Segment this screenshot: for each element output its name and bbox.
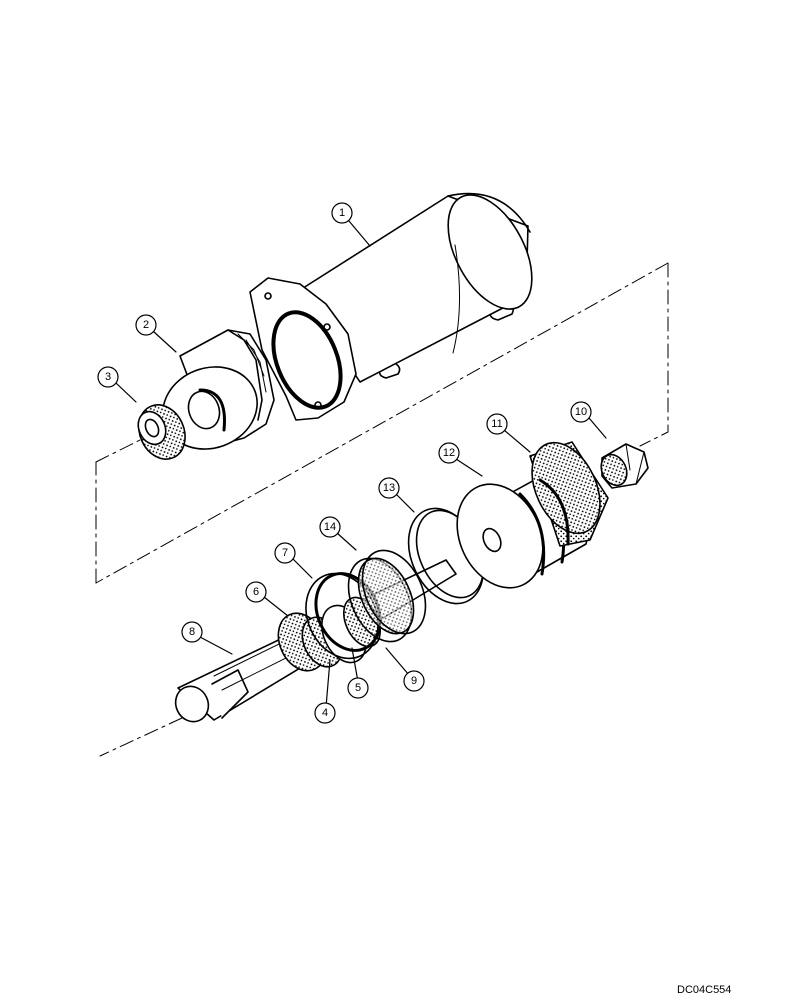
svg-text:12: 12 bbox=[443, 447, 455, 459]
drawing-code: DC04C554 bbox=[677, 984, 731, 996]
callout-2: 2 bbox=[135, 314, 157, 336]
svg-text:5: 5 bbox=[355, 682, 361, 694]
callout-9: 9 bbox=[403, 670, 425, 692]
callout-1: 1 bbox=[331, 202, 353, 224]
svg-text:6: 6 bbox=[253, 586, 259, 598]
svg-text:2: 2 bbox=[143, 319, 149, 331]
assembly-guide-lines bbox=[95, 262, 669, 757]
callout-4: 4 bbox=[314, 702, 336, 724]
callout-5: 5 bbox=[347, 677, 369, 699]
callout-7: 7 bbox=[274, 542, 296, 564]
gland bbox=[162, 329, 275, 450]
callout-14: 14 bbox=[319, 516, 341, 538]
nut bbox=[600, 443, 649, 489]
wear-band bbox=[529, 441, 609, 547]
svg-text:3: 3 bbox=[105, 371, 111, 383]
callout-3: 3 bbox=[97, 366, 119, 388]
svg-text:8: 8 bbox=[189, 626, 195, 638]
svg-text:7: 7 bbox=[282, 547, 288, 559]
svg-text:10: 10 bbox=[575, 406, 587, 418]
svg-text:1: 1 bbox=[339, 207, 345, 219]
callout-6: 6 bbox=[245, 581, 267, 603]
callout-12: 12 bbox=[438, 442, 460, 464]
svg-text:14: 14 bbox=[324, 521, 336, 533]
svg-text:4: 4 bbox=[322, 707, 328, 719]
cylinder-barrel bbox=[249, 192, 533, 421]
svg-text:9: 9 bbox=[411, 675, 417, 687]
callouts: 1 2 3 4 5 6 7 8 9 10 11 12 13 14 bbox=[97, 202, 592, 724]
callout-10: 10 bbox=[570, 401, 592, 423]
svg-text:11: 11 bbox=[491, 418, 502, 430]
svg-text:13: 13 bbox=[383, 482, 395, 494]
callout-8: 8 bbox=[181, 621, 203, 643]
o-rings bbox=[347, 549, 427, 643]
callout-11: 11 bbox=[486, 413, 508, 435]
callout-leaders bbox=[115, 220, 607, 708]
rod-wiper bbox=[137, 404, 186, 460]
callout-13: 13 bbox=[378, 477, 400, 499]
